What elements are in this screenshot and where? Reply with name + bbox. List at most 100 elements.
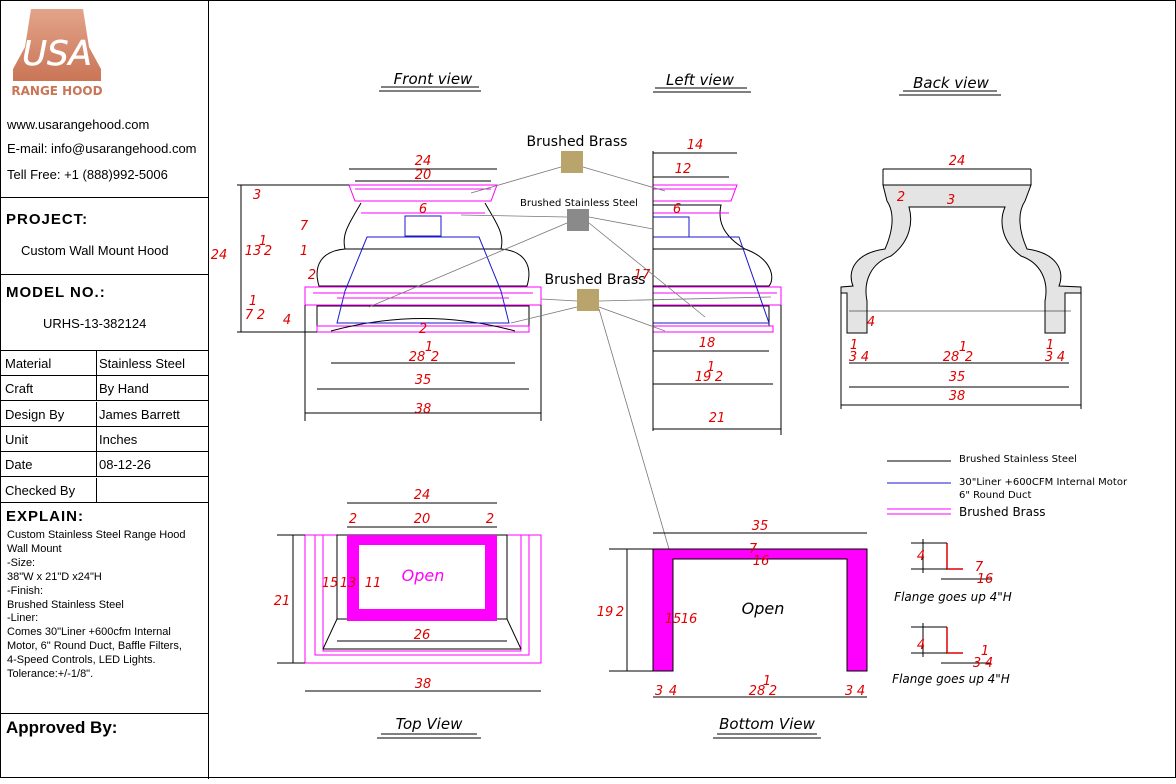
legend-brass-label: Brushed Brass	[959, 505, 1045, 519]
explain-line: Comes 30"Liner +600cfm Internal	[7, 626, 171, 639]
back-view-dimensions: 24 2 3 4 1 3 4 28 1 2 1 3 4 35 38	[840, 154, 1082, 409]
dim-label: 15	[665, 612, 682, 627]
model-value: URHS-13-382124	[43, 316, 147, 331]
dim-label: 28	[409, 350, 426, 365]
left-view-title: Left view	[666, 71, 735, 89]
front-view-drawing	[304, 184, 542, 333]
steel-swatch	[567, 209, 589, 231]
dim-label: 7	[245, 308, 254, 323]
explain-line: -Finish:	[7, 584, 44, 597]
dim-label: 3	[1045, 350, 1053, 365]
dim-label: 38	[415, 677, 432, 692]
dim-label: 3	[655, 684, 663, 699]
dim-label: 4	[283, 313, 291, 328]
flange-note-lower: Flange goes up 4"H	[892, 672, 1010, 686]
dim-label: 2	[616, 605, 624, 620]
dim-label: 4	[867, 315, 875, 330]
legend-steel-label: Brushed Stainless Steel	[959, 454, 1077, 465]
dim-label: 1	[707, 360, 715, 375]
top-view-title: Top View	[396, 715, 463, 733]
website-link[interactable]: www.usarangehood.com	[7, 117, 150, 132]
back-view-drawing	[840, 184, 1082, 334]
explain-label: EXPLAIN:	[6, 508, 85, 525]
dim-label: 1	[259, 234, 267, 249]
logo-subtext: RANGE HOOD	[11, 84, 102, 98]
front-view-dimensions: 24 20 24 3 7 13 1 2 1 2 1 7 2 4 6 2	[211, 154, 542, 421]
left-view-dimensions: 14 12 6 17 18 19 1 2 21	[634, 138, 782, 435]
spec-key: Unit	[5, 431, 29, 447]
open-label-bottom: Open	[742, 599, 785, 618]
flange-detail-lower: 4 1 3 4 Flange goes up 4"H	[892, 623, 1010, 686]
dim-label: 1	[850, 338, 858, 353]
dim-label: 4	[1057, 350, 1065, 365]
dim-label: 28	[749, 684, 766, 699]
dim-label: 4	[857, 684, 865, 699]
explain-line: 4-Speed Controls, LED Lights.	[7, 654, 156, 667]
dim-label: 16	[681, 612, 698, 627]
view-titles: Front view Left view Back view Top View …	[377, 70, 1001, 739]
spec-key: Checked By	[5, 482, 76, 498]
dim-label: 15	[322, 576, 339, 591]
dim-label: 2	[308, 268, 316, 283]
bottom-view-drawing: Open	[652, 548, 868, 672]
title-block: USA RANGE HOOD www.usarangehood.com E-ma…	[1, 1, 209, 779]
dim-label: 2	[349, 512, 357, 527]
dim-label: 2	[431, 350, 439, 365]
dim-label: 4	[917, 638, 925, 653]
dim-label: 4	[861, 350, 869, 365]
brand-logo: USA RANGE HOOD	[9, 7, 105, 99]
left-view-drawing	[652, 151, 782, 431]
dim-label: 3	[253, 188, 261, 203]
dim-label: 17	[634, 268, 651, 283]
top-view-drawing: Open	[304, 534, 542, 664]
brass-swatch	[577, 289, 599, 311]
phone-text: Tell Free: +1 (888)992-5006	[7, 167, 168, 182]
dim-label: 35	[752, 519, 769, 534]
dim-label: 12	[675, 162, 692, 177]
spec-row: Checked By	[1, 477, 208, 503]
explain-line: -Liner:	[7, 612, 39, 625]
dim-label: 19	[695, 370, 712, 385]
spec-key: Design By	[5, 406, 65, 422]
back-view-title: Back view	[913, 74, 989, 92]
dim-label: 2	[715, 370, 723, 385]
dim-label: 14	[687, 138, 704, 153]
dim-label: 2	[257, 308, 265, 323]
dim-label: 18	[699, 336, 716, 351]
spec-key: Date	[5, 457, 33, 473]
dim-label: 1	[425, 340, 433, 355]
explain-line: Tolerance:+/-1/8".	[7, 668, 94, 680]
approved-by-label: Approved By:	[6, 718, 118, 737]
dim-label: 7	[975, 560, 984, 575]
dim-label: 6	[419, 202, 427, 217]
dim-label: 26	[414, 628, 431, 643]
dim-label: 1	[1046, 338, 1054, 353]
flange-note-upper: Flange goes up 4"H	[894, 590, 1012, 604]
logo-text: USA	[22, 34, 92, 74]
project-value: Custom Wall Mount Hood	[21, 243, 169, 258]
dim-label: 1	[959, 340, 967, 355]
dim-label: 1	[981, 644, 989, 659]
dim-label: 35	[949, 370, 966, 385]
dim-label: 2	[264, 244, 272, 259]
spec-row: Date 08-12-26	[1, 452, 208, 478]
explain-line: Custom Stainless Steel Range Hood	[7, 529, 186, 541]
dim-label: 19	[597, 605, 614, 620]
spec-row: Design By James Barrett	[1, 401, 208, 427]
dim-label: 24	[415, 154, 432, 169]
spec-value: 08-12-26	[99, 457, 152, 473]
dim-label: 28	[943, 350, 960, 365]
bottom-view-title: Bottom View	[719, 715, 815, 733]
explain-line: Wall Mount	[7, 542, 62, 555]
bottom-view-dimensions: 35 7 16 19 2 15 16 3 4 28 1 2 3 4	[597, 519, 867, 699]
top-view-dimensions: 24 2 20 2 21 15 13 11 26 38	[274, 488, 541, 692]
dim-label: 3	[973, 656, 981, 671]
callout-brass-mid: Brushed Brass	[545, 272, 646, 288]
dim-label: 7	[300, 219, 309, 234]
dim-label: 38	[415, 402, 432, 417]
spec-value: James Barrett	[99, 406, 180, 422]
spec-value: By Hand	[99, 381, 149, 397]
explain-line: 38"W x 21"D x24"H	[7, 570, 102, 583]
